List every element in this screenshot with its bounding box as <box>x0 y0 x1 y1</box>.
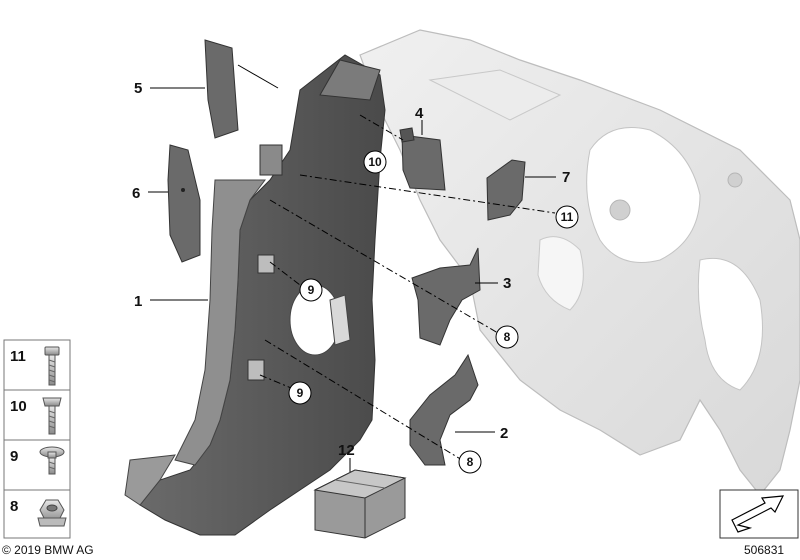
svg-text:8: 8 <box>467 455 474 469</box>
copyright-text: © 2019 BMW AG <box>2 543 94 557</box>
navigation-arrow-icon <box>719 489 799 539</box>
callout-6: 6 <box>132 185 140 202</box>
legend-label-10: 10 <box>10 398 27 415</box>
bolt-icon <box>42 397 62 435</box>
callout-2: 2 <box>500 425 508 442</box>
part-4-bracket <box>399 127 446 191</box>
callout-3: 3 <box>503 275 511 292</box>
circled-ref-9-lower: 9 <box>288 381 312 405</box>
svg-text:11: 11 <box>561 210 574 224</box>
part-5-cover <box>204 39 239 139</box>
body-structure <box>359 29 800 496</box>
callout-1: 1 <box>134 293 142 310</box>
flange-screw-icon <box>39 446 65 475</box>
callout-5: 5 <box>134 80 142 97</box>
diagram-number: 506831 <box>744 543 784 557</box>
circled-ref-11: 11 <box>555 205 579 229</box>
callout-7: 7 <box>562 169 570 186</box>
svg-text:8: 8 <box>504 330 511 344</box>
fastener-legend: 11 10 9 8 <box>3 339 71 539</box>
callout-4: 4 <box>415 105 424 122</box>
callout-12: 12 <box>338 442 355 459</box>
part-1-a-pillar-trim <box>124 54 386 536</box>
circled-ref-8-lower: 8 <box>458 450 482 474</box>
part-2-bracket <box>409 353 479 466</box>
legend-label-8: 8 <box>10 498 18 515</box>
circled-ref-8-upper: 8 <box>495 325 519 349</box>
box-icon <box>313 469 407 539</box>
circled-ref-10: 10 <box>363 150 387 174</box>
hex-nut-icon <box>37 499 67 527</box>
svg-text:9: 9 <box>297 386 304 400</box>
legend-label-9: 9 <box>10 448 18 465</box>
leader-lines <box>148 64 556 472</box>
part-6-cover <box>167 144 201 263</box>
circled-ref-9-upper: 9 <box>299 278 323 302</box>
svg-text:10: 10 <box>368 155 382 169</box>
screw-icon <box>44 346 60 386</box>
svg-text:9: 9 <box>308 283 315 297</box>
part-3-bracket <box>411 247 481 346</box>
part-7-bracket <box>486 159 526 221</box>
legend-label-11: 11 <box>10 348 26 365</box>
